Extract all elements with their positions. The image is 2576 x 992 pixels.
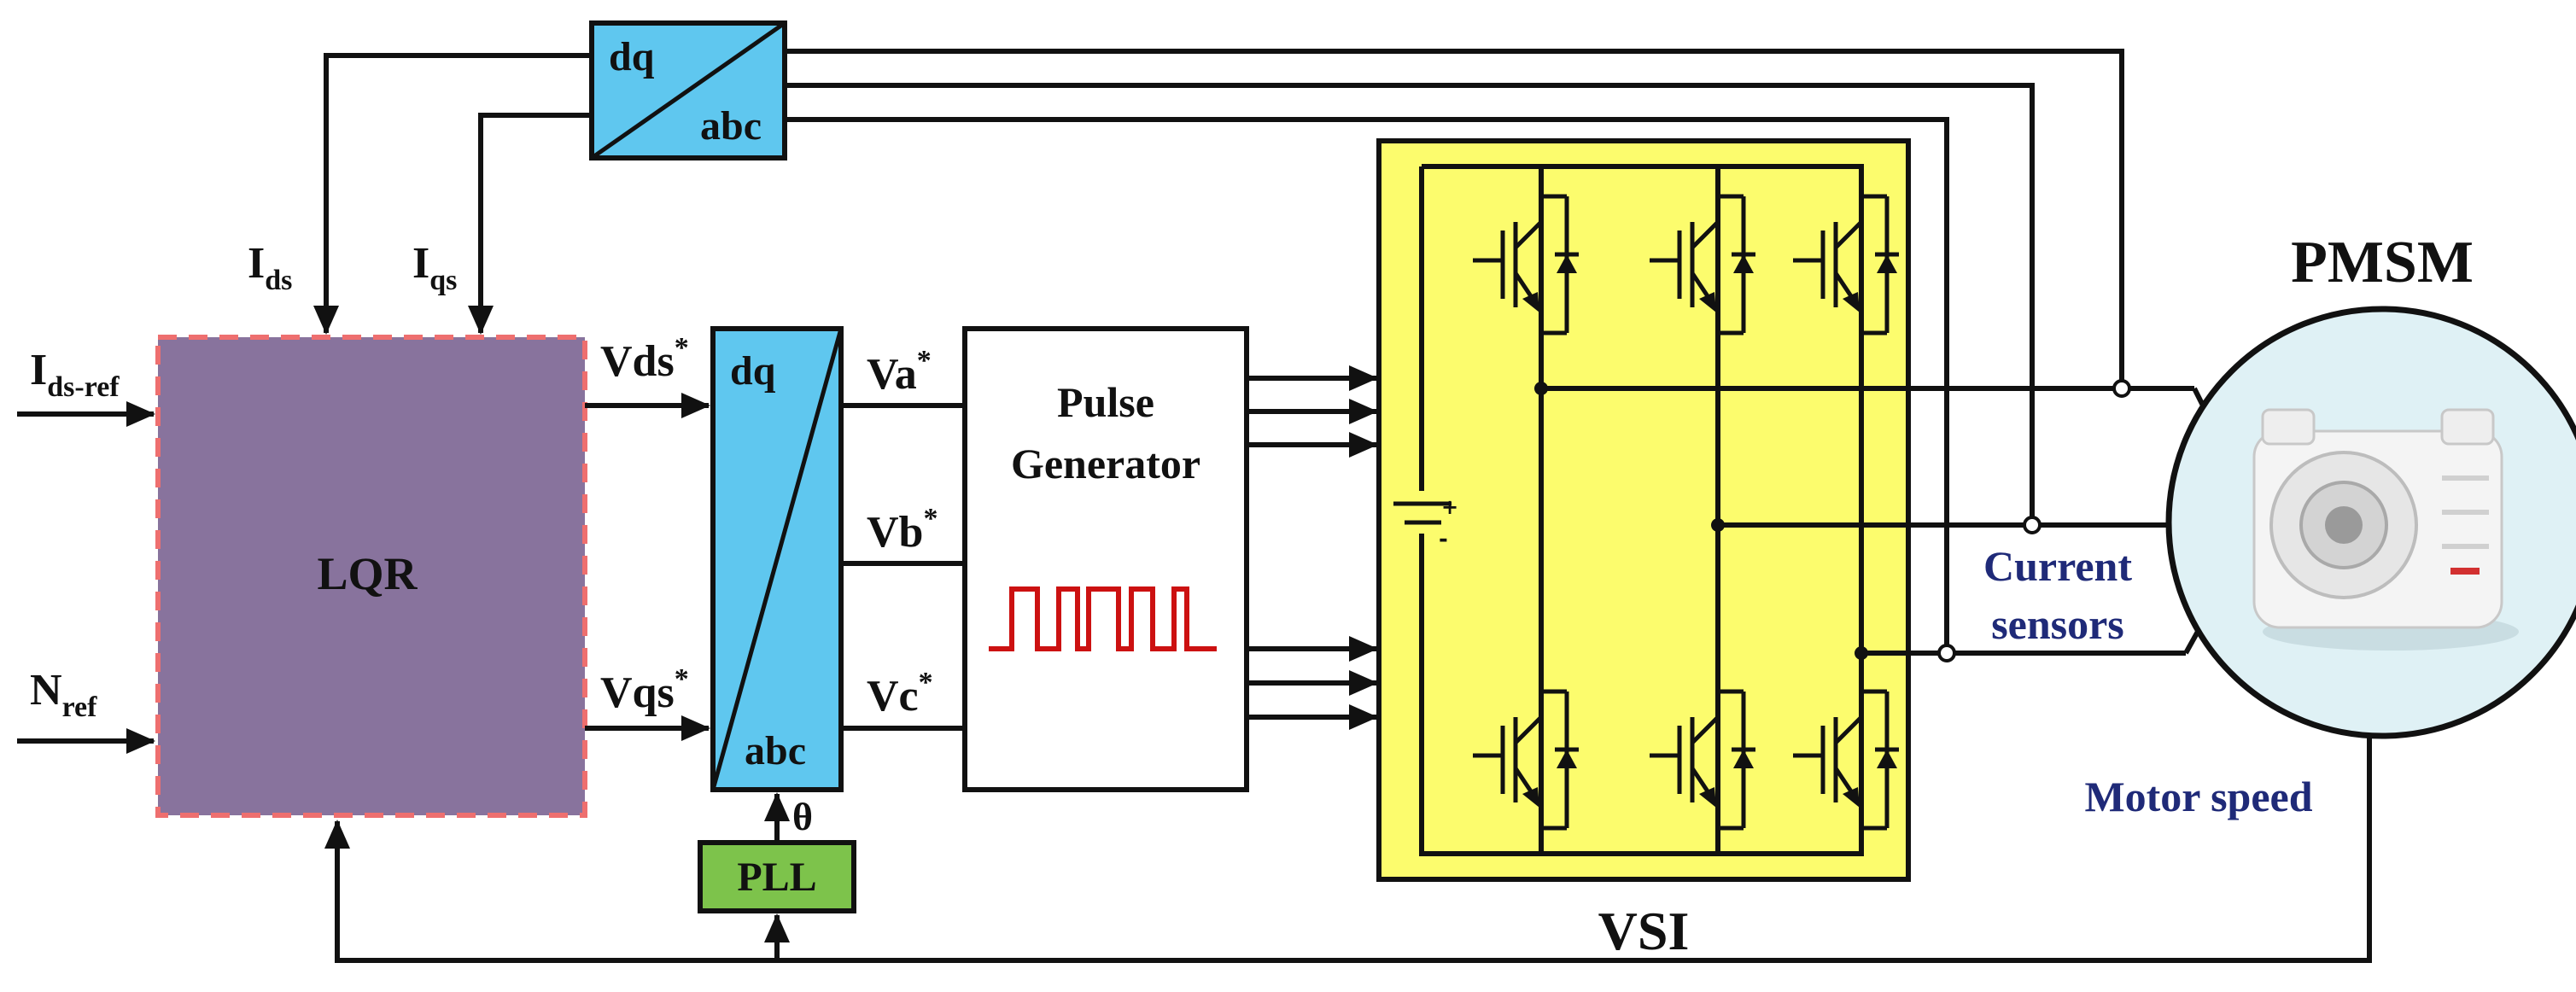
vsi-label: VSI <box>1598 901 1690 961</box>
lqr-label: LQR <box>317 548 418 599</box>
pulse-generator-line1: Pulse <box>1057 378 1154 426</box>
vc-label: Vc* <box>867 667 933 721</box>
ids-label: Ids <box>248 239 292 296</box>
vsi-block: + - VSI <box>1376 138 1911 961</box>
svg-text:+: + <box>1441 495 1458 519</box>
current-sensor-icon <box>1937 379 2131 662</box>
vb-label: Vb* <box>867 503 938 557</box>
pll-block: PLL <box>698 840 856 913</box>
pulse-generator-block: Pulse Generator <box>962 326 1249 792</box>
lqr-block: LQR <box>155 335 587 818</box>
svg-text:-: - <box>1439 527 1448 552</box>
battery-icon: + - <box>1392 491 1458 552</box>
current-sensors-line1: Current <box>1983 542 2132 590</box>
abc-top-label: abc <box>700 103 762 149</box>
n-ref-label: Nref <box>30 666 97 723</box>
iqs-label: Iqs <box>412 239 457 296</box>
phase-output-lines <box>1541 386 2210 656</box>
dq-mid-label: dq <box>730 348 776 394</box>
dq-abc-transform-mid: dq abc <box>710 326 844 792</box>
vds-label: Vds* <box>600 332 689 386</box>
theta-label: θ <box>792 795 813 838</box>
abc-mid-label: abc <box>745 728 806 773</box>
ids-ref-label: Ids-ref <box>30 346 120 403</box>
current-sensors-line2: sensors <box>1991 600 2124 648</box>
speed-feedback-line <box>324 736 2372 963</box>
motor-photo-icon <box>2252 408 2519 651</box>
gate-signal-arrows <box>1247 365 1378 730</box>
dq-top-label: dq <box>609 34 655 79</box>
pmsm-label: PMSM <box>2291 230 2474 295</box>
pulse-generator-line2: Generator <box>1011 440 1200 487</box>
pll-label: PLL <box>737 855 816 900</box>
motor-speed-label: Motor speed <box>2084 773 2312 820</box>
current-feedback-lines <box>313 49 2124 653</box>
vqs-label: Vqs* <box>600 663 689 717</box>
dq-abc-transform-top: dq abc <box>589 20 787 160</box>
pmsm-motor: PMSM <box>2165 230 2576 739</box>
pulse-wave-icon <box>989 586 1217 651</box>
va-label: Va* <box>867 345 932 399</box>
